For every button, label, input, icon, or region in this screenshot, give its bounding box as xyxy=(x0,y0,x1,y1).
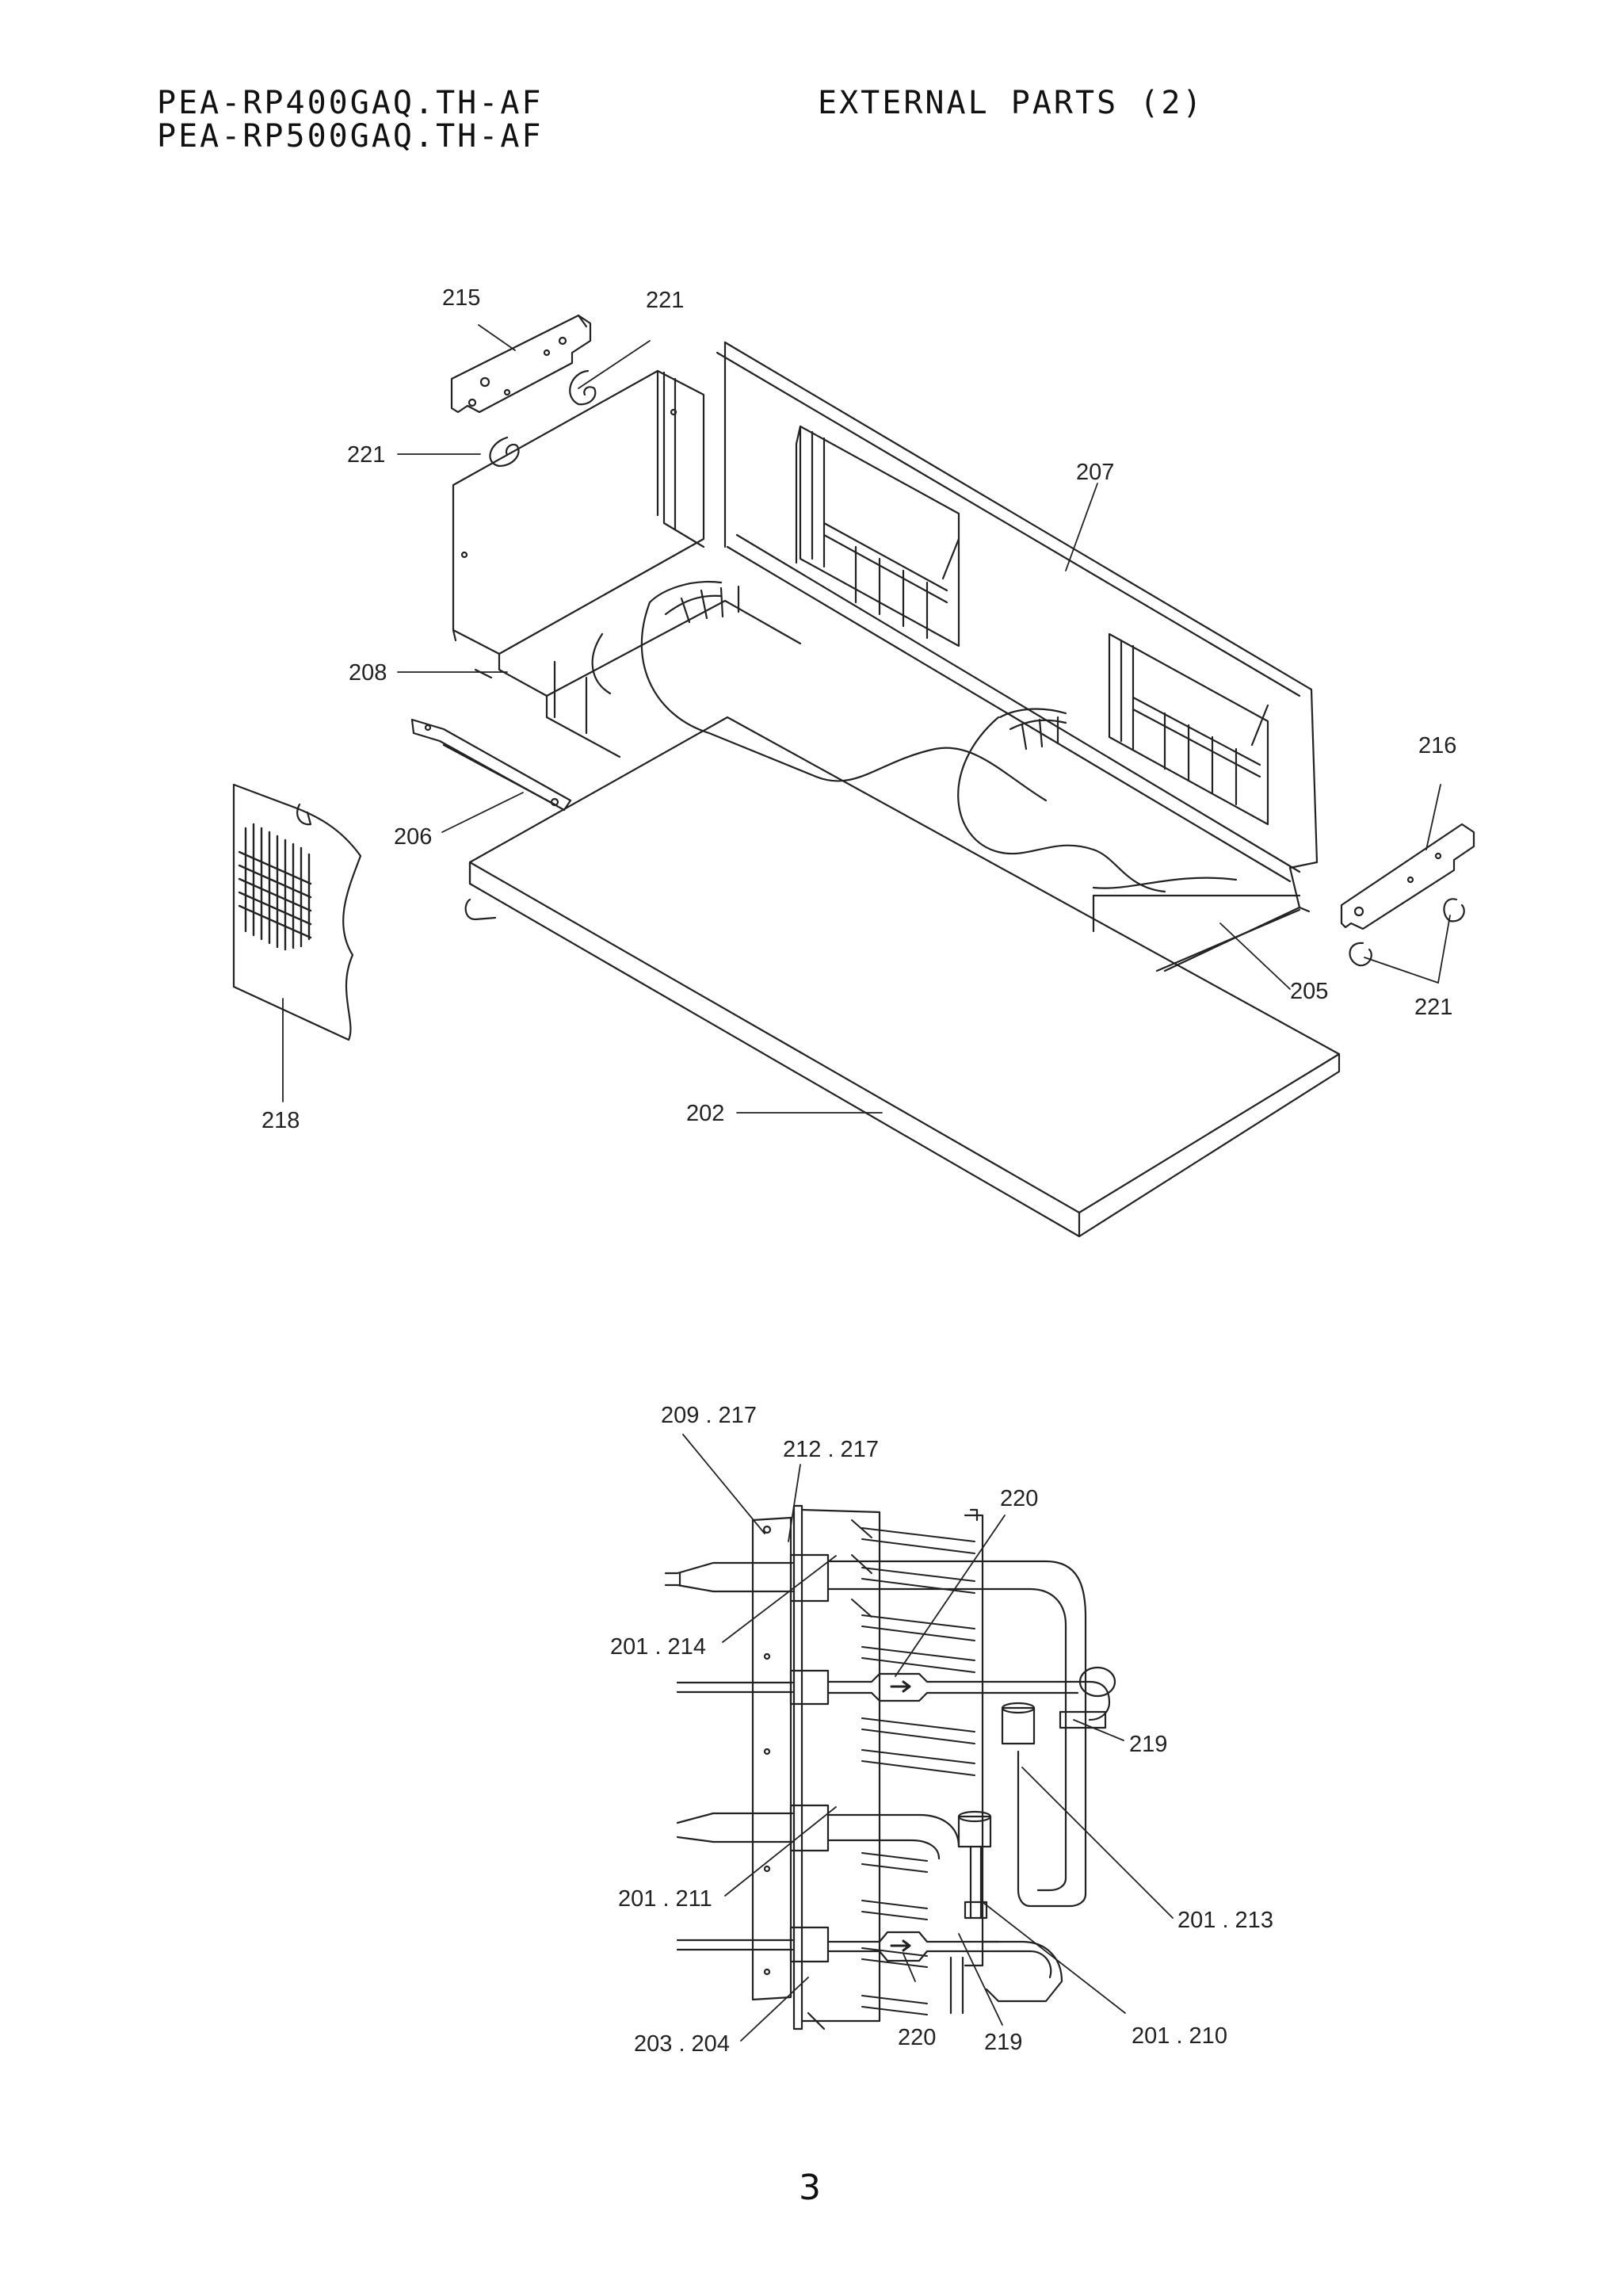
section-title: EXTERNAL PARTS (2) xyxy=(818,85,1204,121)
callout-219-lower: 219 xyxy=(984,2030,1022,2055)
piping-assembly xyxy=(664,1504,1116,2030)
fan-scroll-1 xyxy=(591,425,1048,802)
bracket-215 xyxy=(450,314,592,414)
callout-206: 206 xyxy=(394,824,432,850)
callout-205: 205 xyxy=(1290,979,1328,1004)
callout-221-right: 221 xyxy=(1414,995,1452,1020)
callout-220-upper: 220 xyxy=(1000,1486,1038,1511)
leaders-top xyxy=(282,324,1451,1114)
fan-scroll-2 xyxy=(957,632,1269,893)
page-number: 3 xyxy=(799,2168,821,2208)
callout-201-214: 201 . 214 xyxy=(610,1634,706,1660)
hook-221-c xyxy=(1443,898,1465,923)
hook-221-d xyxy=(1349,942,1372,967)
callout-203-204: 203 . 204 xyxy=(634,2031,730,2057)
callout-216: 216 xyxy=(1418,733,1456,758)
hook-221-a xyxy=(569,369,597,406)
bracket-216 xyxy=(1340,823,1475,930)
callout-209-217: 209 . 217 xyxy=(661,1403,757,1428)
model-name-1: PEA-RP400GAQ.TH-AF xyxy=(157,85,544,121)
callout-221-left: 221 xyxy=(347,442,385,468)
hook-221-b xyxy=(489,436,520,468)
callout-201-213: 201 . 213 xyxy=(1177,1908,1273,1933)
callout-215: 215 xyxy=(442,285,480,311)
frame-inner xyxy=(474,599,802,758)
callout-220-lower: 220 xyxy=(898,2025,936,2050)
callout-218: 218 xyxy=(261,1108,300,1133)
callout-202: 202 xyxy=(686,1101,724,1126)
callout-207: 207 xyxy=(1076,460,1114,485)
callout-201-210: 201 . 210 xyxy=(1132,2023,1227,2049)
callout-219-upper: 219 xyxy=(1129,1732,1167,1757)
callout-208: 208 xyxy=(349,660,387,686)
callout-221-upper: 221 xyxy=(646,288,684,313)
filter-panel-202 xyxy=(464,716,1341,1238)
leaders-bottom xyxy=(682,1434,1174,2042)
grille-218 xyxy=(232,783,362,1041)
callout-212-217: 212 . 217 xyxy=(783,1437,879,1462)
callout-201-211: 201 . 211 xyxy=(618,1886,712,1912)
model-name-2: PEA-RP500GAQ.TH-AF xyxy=(157,118,544,155)
control-box xyxy=(452,369,705,697)
rail-206 xyxy=(410,718,572,812)
